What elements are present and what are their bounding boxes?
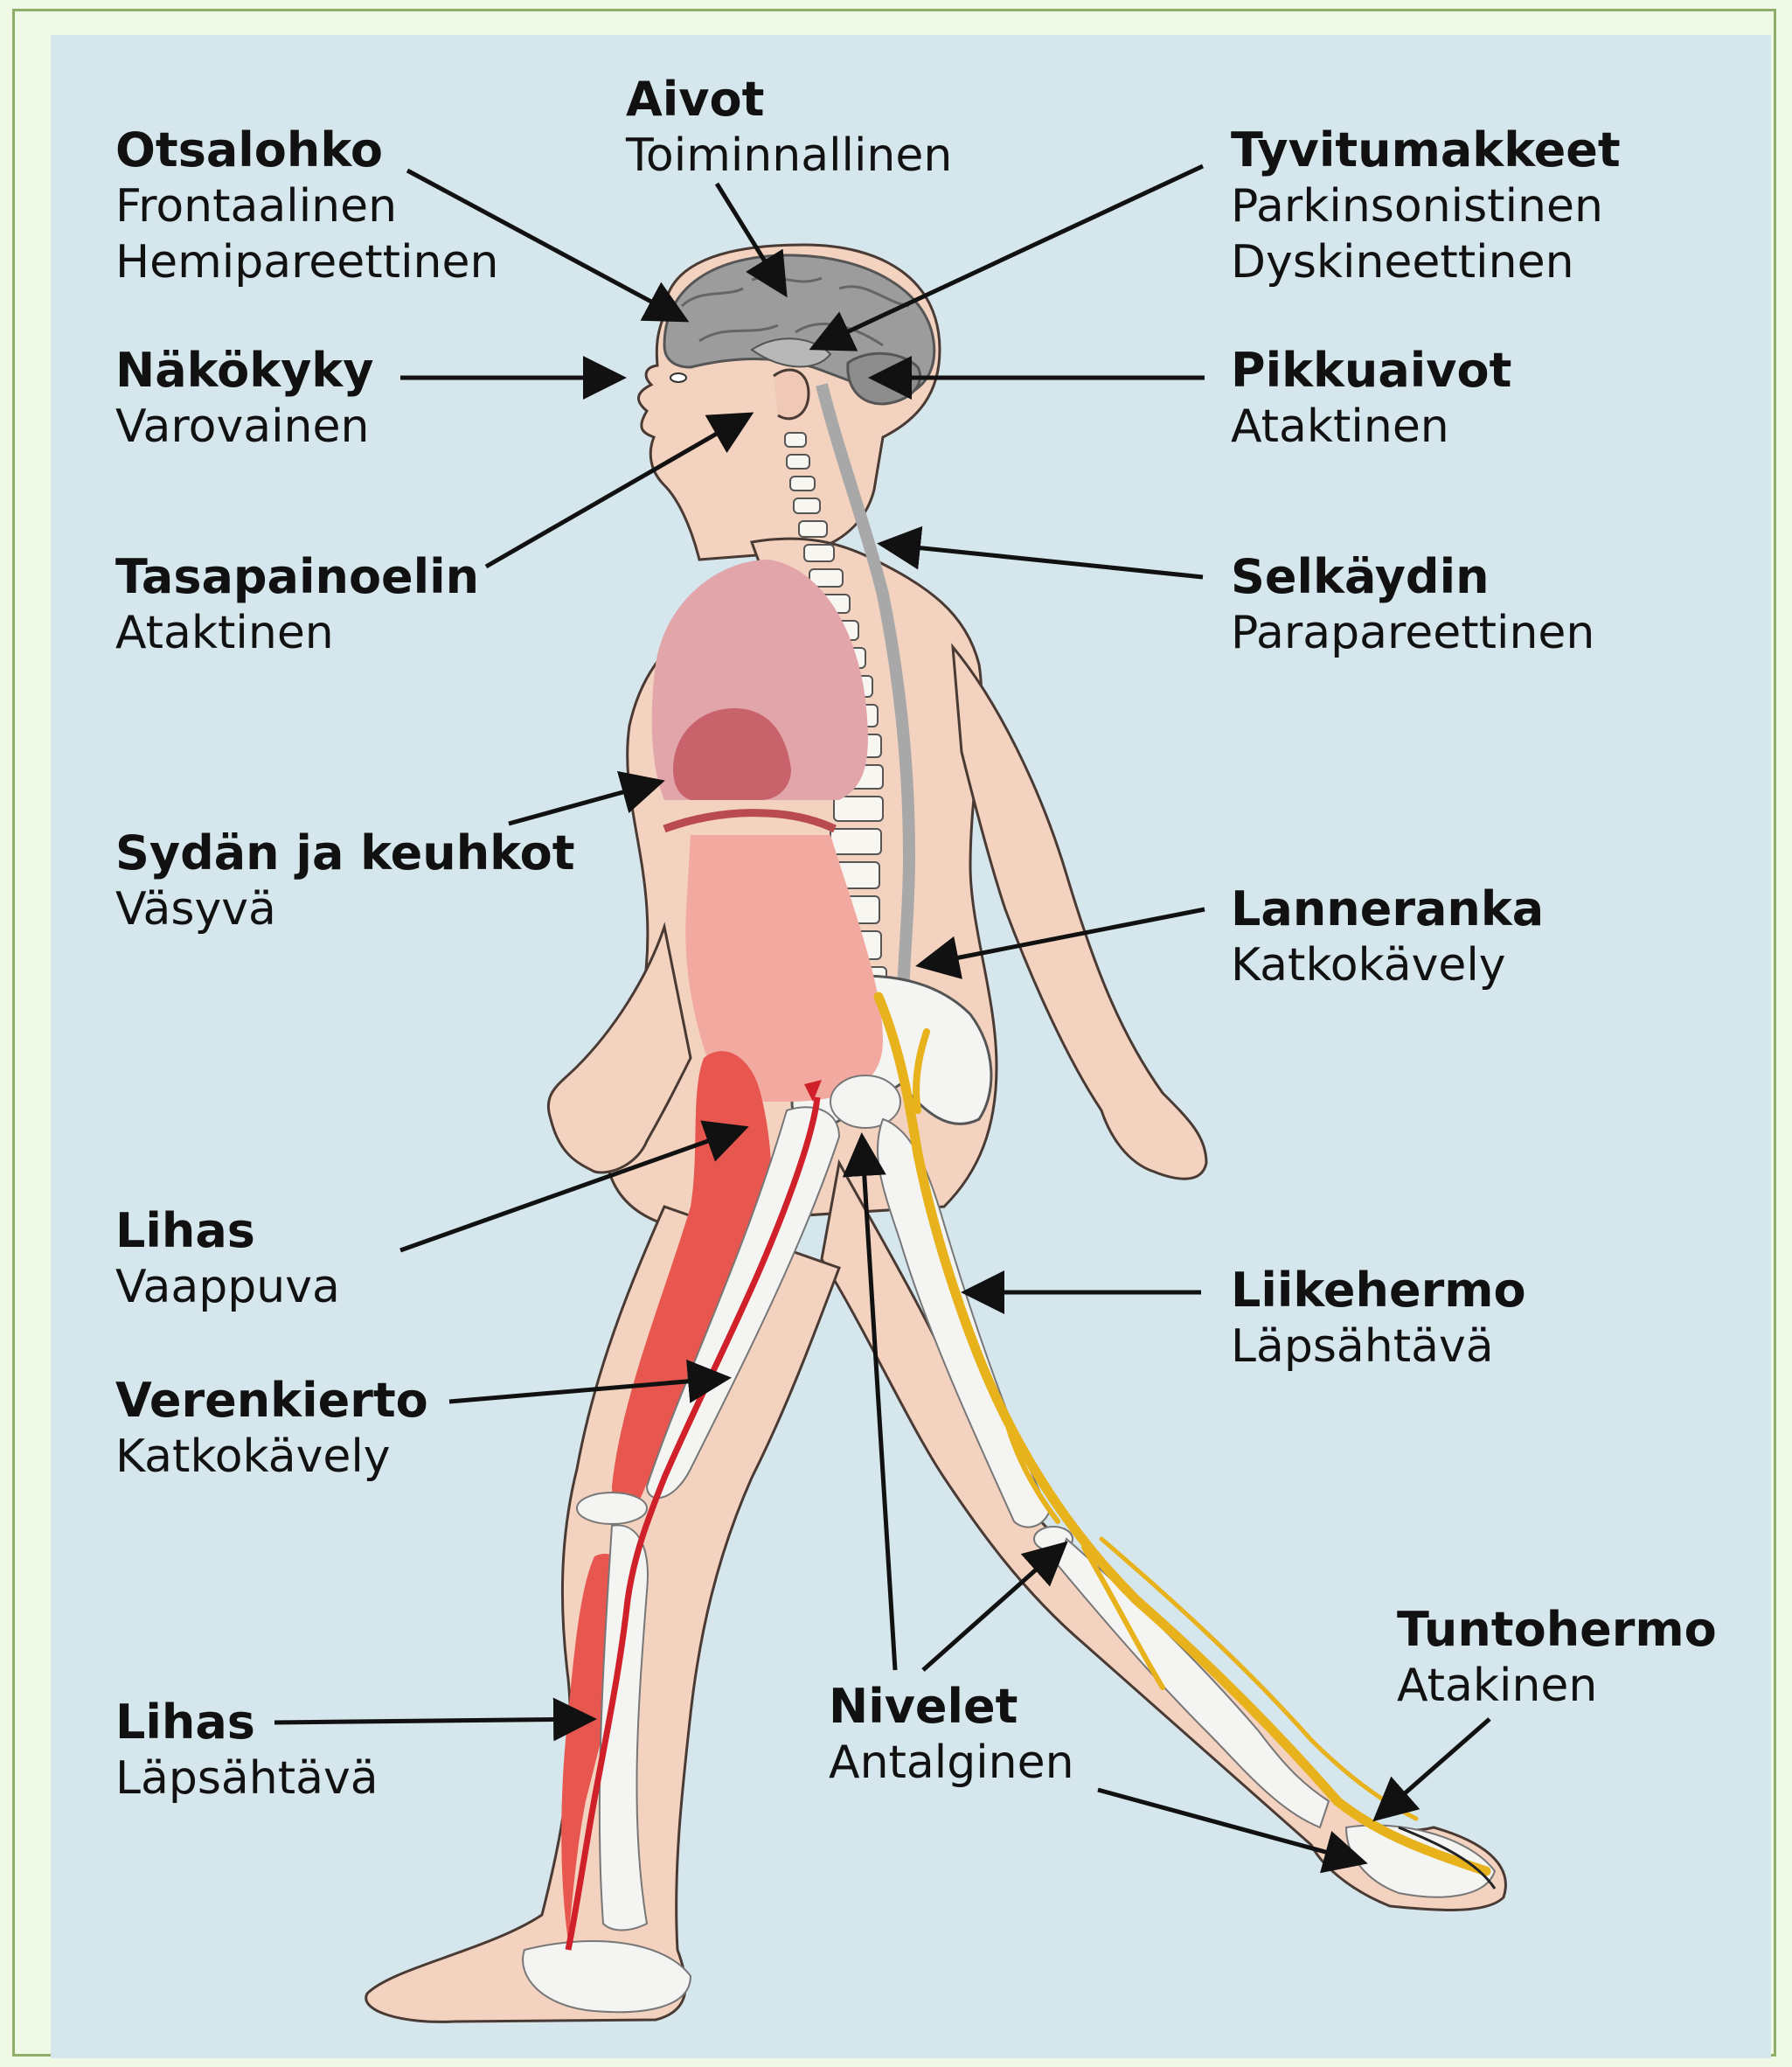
arrow-nivelet-hip xyxy=(862,1137,895,1670)
label-lihas2-line-1: Läpsähtävä xyxy=(115,1750,379,1806)
label-aivot-title: Aivot xyxy=(626,72,952,128)
label-lanneranka-line-1: Katkokävely xyxy=(1231,937,1544,993)
label-nakokyky-title: Näkökyky xyxy=(115,343,373,399)
label-lanneranka-title: Lanneranka xyxy=(1231,881,1544,937)
label-otsalohko-title: Otsalohko xyxy=(115,122,498,178)
label-nivelet-line-1: Antalginen xyxy=(829,1735,1074,1791)
label-nivelet-title: Nivelet xyxy=(829,1679,1074,1735)
label-lihas1-title: Lihas xyxy=(115,1203,340,1259)
label-tasapainoelin-title: Tasapainoelin xyxy=(115,549,479,605)
label-tyvitumakkeet-line-2: Dyskineettinen xyxy=(1231,234,1621,290)
label-pikkuaivot-line-1: Ataktinen xyxy=(1231,399,1511,455)
label-otsalohko-line-2: Hemipareettinen xyxy=(115,234,498,290)
label-tasapainoelin-line-1: Ataktinen xyxy=(115,605,479,661)
label-liikehermo: Liikehermo Läpsähtävä xyxy=(1231,1263,1526,1375)
label-tyvitumakkeet: Tyvitumakkeet Parkinsonistinen Dyskineet… xyxy=(1231,122,1621,290)
label-lihas2-title: Lihas xyxy=(115,1695,379,1750)
label-aivot: Aivot Toiminnallinen xyxy=(626,72,952,184)
label-lihas1-line-1: Vaappuva xyxy=(115,1259,340,1315)
arrow-selkaydin xyxy=(881,544,1203,577)
label-liikehermo-line-1: Läpsähtävä xyxy=(1231,1319,1526,1375)
label-tasapainoelin: Tasapainoelin Ataktinen xyxy=(115,549,479,661)
label-lihas-lapsahtava: Lihas Läpsähtävä xyxy=(115,1695,379,1806)
label-selkaydin: Selkäydin Parapareettinen xyxy=(1231,549,1594,661)
label-tuntohermo-title: Tuntohermo xyxy=(1397,1602,1717,1658)
eye xyxy=(670,373,686,382)
label-verenkierto: Verenkierto Katkokävely xyxy=(115,1373,428,1485)
label-tyvitumakkeet-title: Tyvitumakkeet xyxy=(1231,122,1621,178)
label-pikkuaivot-title: Pikkuaivot xyxy=(1231,343,1511,399)
ear xyxy=(774,370,809,419)
label-otsalohko: Otsalohko Frontaalinen Hemipareettinen xyxy=(115,122,498,290)
label-verenkierto-title: Verenkierto xyxy=(115,1373,428,1429)
label-lanneranka: Lanneranka Katkokävely xyxy=(1231,881,1544,993)
label-verenkierto-line-1: Katkokävely xyxy=(115,1429,428,1485)
label-sydan-title: Sydän ja keuhkot xyxy=(115,825,575,881)
label-sydan-ja-keuhkot: Sydän ja keuhkot Väsyvä xyxy=(115,825,575,937)
label-nakokyky: Näkökyky Varovainen xyxy=(115,343,373,455)
label-nivelet: Nivelet Antalginen xyxy=(829,1679,1074,1791)
label-nakokyky-line-1: Varovainen xyxy=(115,399,373,455)
arrow-tuntohermo xyxy=(1376,1719,1490,1819)
label-pikkuaivot: Pikkuaivot Ataktinen xyxy=(1231,343,1511,455)
label-selkaydin-line-1: Parapareettinen xyxy=(1231,605,1594,661)
label-sydan-line-1: Väsyvä xyxy=(115,881,575,937)
label-tyvitumakkeet-line-1: Parkinsonistinen xyxy=(1231,178,1621,234)
label-selkaydin-title: Selkäydin xyxy=(1231,549,1594,605)
label-lihas-vaappuva: Lihas Vaappuva xyxy=(115,1203,340,1315)
label-tuntohermo: Tuntohermo Atakinen xyxy=(1397,1602,1717,1714)
label-tuntohermo-line-1: Atakinen xyxy=(1397,1658,1717,1714)
label-aivot-line-1: Toiminnallinen xyxy=(626,128,952,184)
label-liikehermo-title: Liikehermo xyxy=(1231,1263,1526,1319)
label-otsalohko-line-1: Frontaalinen xyxy=(115,178,498,234)
